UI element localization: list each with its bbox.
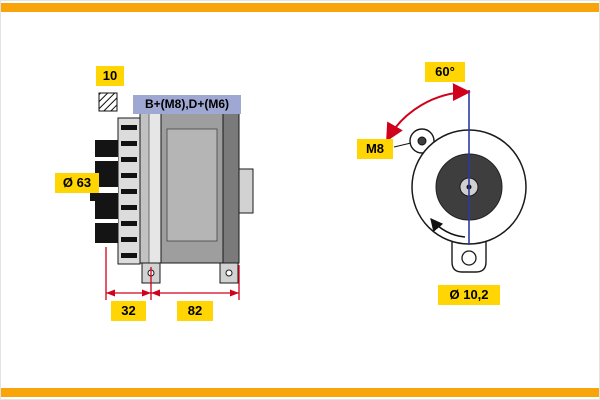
dimension-lines bbox=[105, 247, 240, 300]
mount-hole-diameter-label: Ø 10,2 bbox=[438, 285, 500, 305]
foot-hole-rear bbox=[225, 269, 233, 277]
tab-mount-hole bbox=[461, 250, 477, 266]
alternator-side-view bbox=[90, 92, 254, 300]
alternator-front-view bbox=[386, 83, 527, 273]
belt-hatch-symbol bbox=[98, 92, 118, 112]
dimension-arrowheads bbox=[106, 289, 239, 297]
mount-angle-label: 60° bbox=[425, 62, 465, 82]
top-accent-bar bbox=[1, 3, 599, 12]
thread-size-label: M8 bbox=[357, 139, 393, 159]
lug-thread-hole bbox=[417, 136, 427, 146]
housing-stator-face bbox=[166, 128, 218, 242]
housing-light-band bbox=[148, 112, 162, 264]
terminal-block bbox=[238, 168, 254, 214]
dimension-32-label: 32 bbox=[111, 301, 146, 321]
pulley-diameter-label: Ø 63 bbox=[55, 173, 99, 193]
angle-arc-arrow bbox=[386, 83, 471, 142]
housing-rear-band bbox=[222, 112, 240, 264]
belt-width-label: 10 bbox=[96, 66, 124, 86]
rotation-arrow bbox=[430, 218, 466, 238]
terminals-label: B+(M8),D+(M6) bbox=[133, 95, 241, 114]
vent-slots bbox=[117, 117, 141, 265]
dimension-82-label: 82 bbox=[177, 301, 213, 321]
bottom-accent-bar bbox=[1, 388, 599, 397]
thread-leader-line bbox=[393, 142, 412, 148]
